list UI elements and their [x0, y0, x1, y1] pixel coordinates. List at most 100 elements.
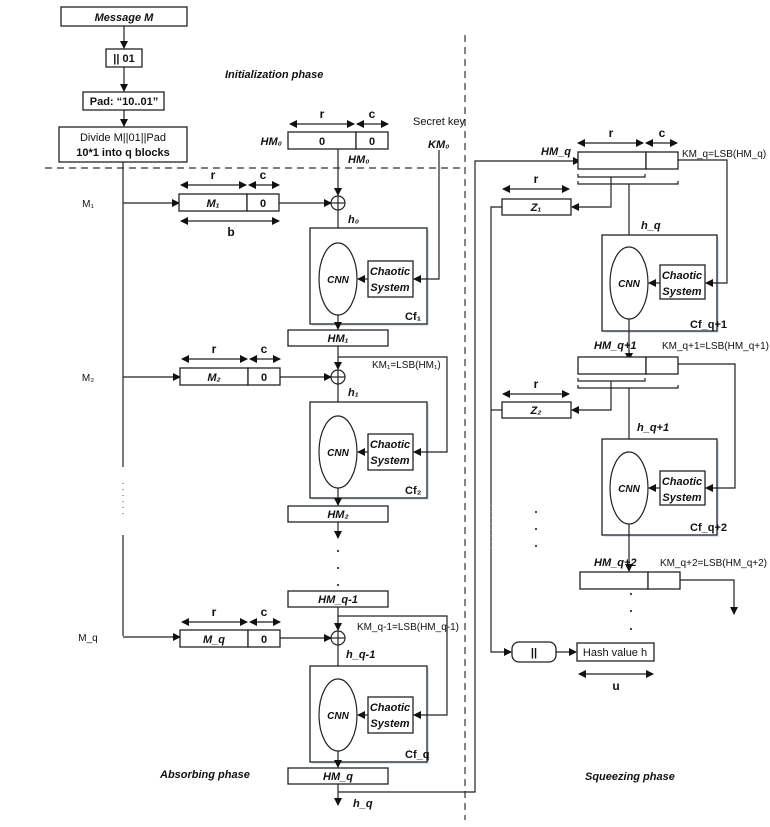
m1-input-label: M₁: [82, 199, 94, 210]
cnn-label: CNN: [327, 275, 349, 286]
cfq-label: Cf_q: [405, 749, 429, 761]
h1-label: h₁: [348, 387, 359, 399]
message-label: Message M: [95, 12, 155, 24]
r-bracket: [577, 378, 646, 382]
to-squeezing-line: [338, 157, 581, 793]
u-label: u: [612, 679, 619, 693]
hmq2-r-cell: [579, 571, 649, 590]
r-label: r: [212, 342, 217, 356]
chaotic-label: Chaotic: [662, 476, 702, 488]
hmq-r-cell: [577, 151, 647, 170]
hm0-out-label: HM₀: [348, 154, 369, 166]
key-line: [680, 579, 738, 615]
hmq-1-label: HM_q-1: [318, 594, 358, 606]
r-label: r: [212, 605, 217, 619]
divide-line2: 10*1 into q blocks: [76, 147, 170, 159]
km1-label: KM₁=LSB(HM₁): [372, 360, 441, 371]
cnn-label: CNN: [327, 448, 349, 459]
hm2-label: HM₂: [327, 509, 348, 521]
cf1-label: Cf₁: [405, 311, 422, 323]
r-label: r: [534, 172, 539, 186]
absorbing-phase-label: Absorbing phase: [159, 769, 250, 781]
hmq1-c-cell: [645, 356, 679, 375]
cnn-label: CNN: [618, 279, 640, 290]
r-label: r: [534, 377, 539, 391]
hm0-r-value: 0: [319, 136, 325, 148]
hq1-label: h_q+1: [637, 422, 669, 434]
r-bracket: [577, 174, 646, 178]
hmq1-r-cell: [577, 356, 647, 375]
chaotic-label: Chaotic: [370, 439, 410, 451]
squeezing-stage-2: HM_q+1 KM_q+1=LSB(HM_q+1) r Z₂ h_q+1 CNN…: [501, 340, 769, 572]
kmq-1-label: KM_q-1=LSB(HM_q-1): [357, 622, 459, 633]
xor-icon: [330, 630, 346, 646]
key-line: [678, 363, 736, 492]
c-label: c: [659, 126, 666, 140]
m2-pad-label: 0: [261, 372, 267, 384]
mq-pad-label: 0: [261, 634, 267, 646]
kmq1-label: KM_q+1=LSB(HM_q+1): [662, 341, 769, 352]
initialization-phase-label: Initialization phase: [225, 69, 323, 81]
chaotic-system-box: [659, 264, 706, 300]
hash-value-box: [576, 642, 655, 662]
hm0-label: HM₀: [261, 136, 282, 148]
chaotic-label: Chaotic: [662, 270, 702, 282]
h0-label: h₀: [348, 214, 359, 226]
chaotic-label: Chaotic: [370, 702, 410, 714]
b-bracket: [577, 385, 679, 389]
concat-label: ||: [531, 647, 537, 659]
c-label: c: [261, 605, 268, 619]
cnn-label: CNN: [327, 711, 349, 722]
m1-pad-label: 0: [260, 198, 266, 210]
cfq2-label: Cf_q+2: [690, 522, 727, 534]
system-label: System: [370, 282, 409, 294]
system-label: System: [370, 455, 409, 467]
kmq2-label: KM_q+2=LSB(HM_q+2): [660, 558, 767, 569]
initialization-state: r c HM₀ 0 0 HM₀ Secret key KM₀: [261, 107, 466, 166]
km0-label: KM₀: [428, 139, 449, 151]
chaotic-system-box: [367, 696, 414, 734]
b-label: b: [227, 225, 234, 239]
hm1-label: HM₁: [328, 333, 349, 345]
kmq-label: KM_q=LSB(HM_q): [682, 149, 766, 160]
hmq-label: HM_q: [323, 771, 353, 783]
secret-key-label: Secret key: [413, 116, 465, 128]
b-bracket: [577, 181, 679, 185]
arrow: [571, 177, 612, 211]
r-label: r: [211, 168, 216, 182]
hq-output-label: h_q: [353, 798, 373, 810]
preprocessing: Message M || 01 Pad: “10..01” Divide M||…: [58, 6, 188, 163]
z1-label: Z₁: [530, 202, 542, 214]
hmq1-label: HM_q+1: [594, 340, 637, 352]
hash-output: || Hash value h u: [490, 206, 655, 693]
system-label: System: [370, 718, 409, 730]
pad-label: Pad: “10..01”: [90, 96, 158, 108]
squeezing-stage-1: r c HM_q KM_q=LSB(HM_q) r Z₁ h_q CNN Cha…: [501, 126, 766, 361]
squeezing-phase-label: Squeezing phase: [585, 771, 675, 783]
z-collector-line: [490, 206, 512, 656]
hash-value-label: Hash value h: [583, 647, 647, 659]
cnn-label: CNN: [618, 484, 640, 495]
c-label: c: [369, 107, 376, 121]
c-label: c: [260, 168, 267, 182]
mq-block-label: M_q: [203, 634, 225, 646]
system-label: System: [662, 492, 701, 504]
m2-input-label: M₂: [82, 373, 94, 384]
xor-icon: [330, 195, 346, 211]
divide-box: [58, 126, 188, 163]
absorbing-block-2: M₂ r c M₂ 0 KM₁=LSB(HM₁) h₁ CNN Chaotic …: [82, 342, 448, 586]
append-label: || 01: [113, 53, 134, 65]
hmq-c-cell: [645, 151, 679, 170]
key-line: [678, 159, 728, 287]
r-label: r: [609, 126, 614, 140]
key-line: [338, 615, 448, 719]
c-label: c: [261, 342, 268, 356]
arrow: [571, 381, 612, 414]
hm0-c-value: 0: [369, 136, 375, 148]
xor-icon: [330, 369, 346, 385]
squeezing-stage-3: HM_q+2 KM_q+2=LSB(HM_q+2): [579, 557, 767, 630]
hm0-c-cell: [355, 131, 389, 150]
mq-input-label: M_q: [78, 633, 97, 644]
chaotic-label: Chaotic: [370, 266, 410, 278]
hq-1-label: h_q-1: [346, 649, 375, 661]
